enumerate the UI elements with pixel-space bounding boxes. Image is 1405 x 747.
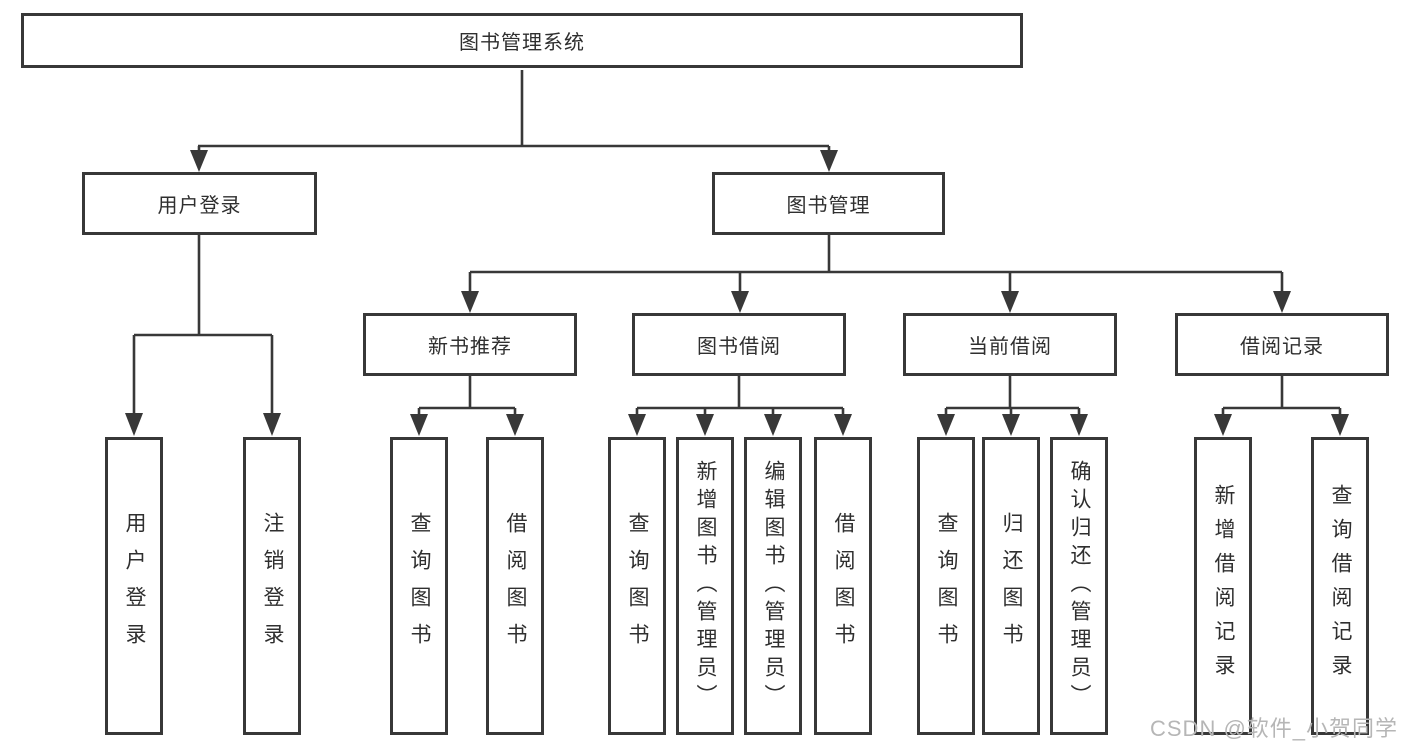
node-borrow-records: 借阅记录 xyxy=(1175,313,1389,376)
node-book-management-group-label: 图书管理 xyxy=(786,195,871,217)
leaf-current-return-books: 归还图书 xyxy=(982,437,1040,735)
leaf-borrow-borrow-books: 借阅图书 xyxy=(814,437,872,735)
node-book-management-group: 图书管理 xyxy=(712,172,945,235)
leaf-rec-borrow-books-label: 借阅图书 xyxy=(504,512,528,660)
leaf-records-query-record-label: 查询借阅记录 xyxy=(1329,484,1353,688)
leaf-rec-query-books-label: 查询图书 xyxy=(408,512,432,660)
node-book-borrow-label: 图书借阅 xyxy=(697,336,781,358)
leaf-borrow-edit-books-admin: 编辑图书（管理员） xyxy=(744,437,802,735)
leaf-user-login-label: 用户登录 xyxy=(123,512,147,660)
leaf-borrow-edit-books-admin-label: 编辑图书（管理员） xyxy=(762,460,786,712)
leaf-current-confirm-return-admin: 确认归还（管理员） xyxy=(1050,437,1108,735)
leaf-user-login: 用户登录 xyxy=(105,437,163,735)
leaf-borrow-query-books-label: 查询图书 xyxy=(626,512,650,660)
leaf-current-confirm-return-admin-label: 确认归还（管理员） xyxy=(1068,460,1092,712)
leaf-logout-label: 注销登录 xyxy=(261,512,285,660)
node-new-book-recommend: 新书推荐 xyxy=(363,313,577,376)
node-current-borrow: 当前借阅 xyxy=(903,313,1117,376)
leaf-records-query-record: 查询借阅记录 xyxy=(1311,437,1369,735)
node-user-login-group-label: 用户登录 xyxy=(157,195,242,217)
leaf-rec-query-books: 查询图书 xyxy=(390,437,448,735)
leaf-records-add-record: 新增借阅记录 xyxy=(1194,437,1252,735)
node-borrow-records-label: 借阅记录 xyxy=(1240,336,1324,358)
leaf-current-query-books: 查询图书 xyxy=(917,437,975,735)
node-user-login-group: 用户登录 xyxy=(82,172,317,235)
node-new-book-recommend-label: 新书推荐 xyxy=(428,336,512,358)
leaf-logout: 注销登录 xyxy=(243,437,301,735)
leaf-borrow-query-books: 查询图书 xyxy=(608,437,666,735)
leaf-current-query-books-label: 查询图书 xyxy=(935,512,959,660)
leaf-current-return-books-label: 归还图书 xyxy=(1000,512,1024,660)
node-book-borrow: 图书借阅 xyxy=(632,313,846,376)
csdn-watermark: CSDN @软件_小贺同学 xyxy=(1150,716,1399,741)
node-root-library-system: 图书管理系统 xyxy=(21,13,1023,68)
node-root-label: 图书管理系统 xyxy=(459,32,585,54)
leaf-borrow-add-books-admin-label: 新增图书（管理员） xyxy=(694,460,718,712)
arrowheads xyxy=(125,150,1349,436)
leaf-records-add-record-label: 新增借阅记录 xyxy=(1212,484,1236,688)
leaf-borrow-borrow-books-label: 借阅图书 xyxy=(832,512,856,660)
leaf-rec-borrow-books: 借阅图书 xyxy=(486,437,544,735)
leaf-borrow-add-books-admin: 新增图书（管理员） xyxy=(676,437,734,735)
node-current-borrow-label: 当前借阅 xyxy=(968,336,1052,358)
